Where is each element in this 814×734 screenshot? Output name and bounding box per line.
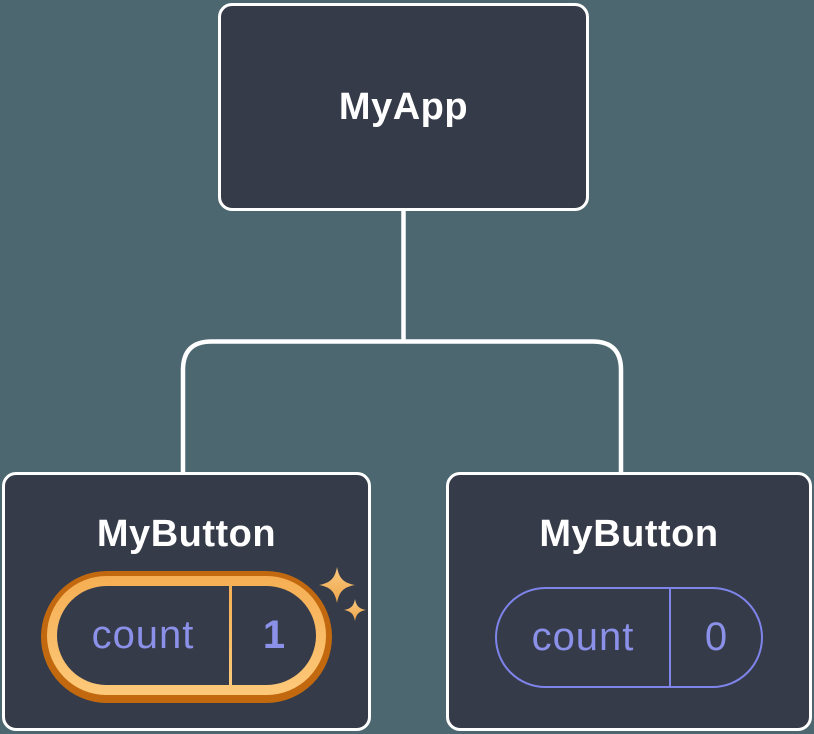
state-value: 1 [262,613,286,657]
node-label: MyApp [338,85,469,128]
state-name: count [531,615,635,659]
tree-node-mybutton-left: MyButton count 1 [2,472,371,731]
state-pill-core: count 1 [57,586,316,685]
pill-divider [229,586,232,685]
state-name: count [91,613,195,657]
state-pill-gold-ring: count 1 [47,576,326,695]
pill-divider [669,589,671,686]
sparkle-icon [344,599,366,621]
node-label: MyButton [96,513,277,555]
state-pill-highlighted: count 1 [41,571,332,703]
tree-node-mybutton-right: MyButton count 0 [446,472,812,731]
tree-node-root: MyApp [218,3,589,211]
sparkle-icon [319,567,355,603]
state-value: 0 [704,615,728,659]
state-pill: count 0 [495,587,763,688]
node-label: MyButton [539,513,719,555]
